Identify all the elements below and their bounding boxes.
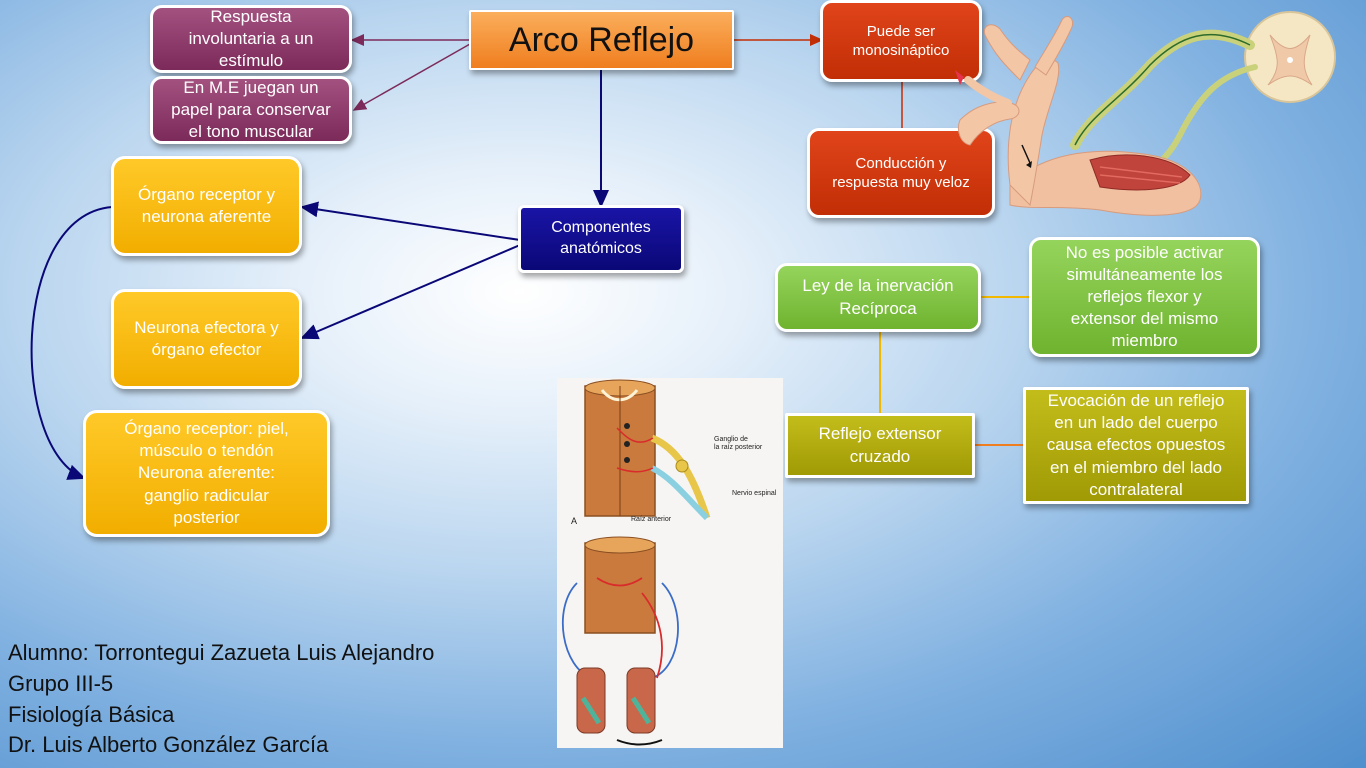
credits-block: Alumno: Torrontegui Zazueta Luis Alejand… xyxy=(8,638,434,761)
node-respuesta-text: Respuesta involuntaria a un estímulo xyxy=(188,6,314,71)
node-no-posible-text: No es posible activar simultáneamente lo… xyxy=(1065,242,1224,351)
node-no-posible: No es posible activar simultáneamente lo… xyxy=(1029,237,1260,357)
arm-reflex-illustration xyxy=(955,11,1336,216)
node-componentes-text: Componentes anatómicos xyxy=(551,219,651,257)
node-efectora: Neurona efectora y órgano efector xyxy=(111,289,302,389)
node-receptor-detalle: Órgano receptor: piel, músculo o tendón … xyxy=(83,410,330,537)
node-evocacion: Evocación de un reflejo en un lado del c… xyxy=(1023,387,1249,504)
edge-componentes-receptor xyxy=(300,201,521,241)
node-conduccion: Conducción y respuesta muy veloz xyxy=(807,128,995,218)
node-respuesta: Respuesta involuntaria a un estímulo xyxy=(150,5,352,73)
edge-receptor-detalle xyxy=(30,206,113,480)
node-tono-text: En M.E juegan un papel para conservar el… xyxy=(171,77,331,142)
node-conduccion-text: Conducción y respuesta muy veloz xyxy=(832,154,970,192)
spinal-cord-reflex-diagram: Ganglio de la raíz posterior Nervio espi… xyxy=(557,378,783,748)
node-receptor-detalle-text: Órgano receptor: piel, músculo o tendón … xyxy=(124,419,289,527)
node-evocacion-text: Evocación de un reflejo en un lado del c… xyxy=(1046,391,1226,499)
node-efectora-text: Neurona efectora y órgano efector xyxy=(134,317,279,359)
credit-materia: Fisiología Básica xyxy=(8,701,175,727)
node-extensor: Reflejo extensor cruzado xyxy=(785,413,975,478)
label-nervio: Nervio espinal xyxy=(732,490,777,497)
credit-profesor: Dr. Luis Alberto González García xyxy=(8,732,329,758)
title-node: Arco Reflejo xyxy=(469,10,734,70)
node-tono: En M.E juegan un papel para conservar el… xyxy=(150,76,352,144)
node-ley-text: Ley de la inervación Recíproca xyxy=(802,276,954,318)
node-receptor: Órgano receptor y neurona aferente xyxy=(111,156,302,256)
credit-alumno: Alumno: Torrontegui Zazueta Luis Alejand… xyxy=(8,640,435,665)
node-ley: Ley de la inervación Recíproca xyxy=(775,263,981,332)
label-panel-a: A xyxy=(571,516,578,526)
node-extensor-text: Reflejo extensor cruzado xyxy=(818,424,942,466)
spinal-cord-reflex-svg xyxy=(561,379,711,746)
edge-title-tono xyxy=(352,43,471,111)
edge-componentes-efectora xyxy=(300,244,521,340)
node-monosinaptico: Puede ser monosináptico xyxy=(820,0,982,82)
credit-grupo: Grupo III-5 xyxy=(8,670,114,696)
label-raiz: Raíz anterior xyxy=(631,516,672,523)
node-componentes: Componentes anatómicos xyxy=(518,205,684,273)
label-ganglio: Ganglio de la raíz posterior xyxy=(714,436,763,451)
node-monosinaptico-text: Puede ser monosináptico xyxy=(852,22,950,60)
title-text: Arco Reflejo xyxy=(508,20,695,59)
node-receptor-text: Órgano receptor y neurona aferente xyxy=(137,184,275,226)
